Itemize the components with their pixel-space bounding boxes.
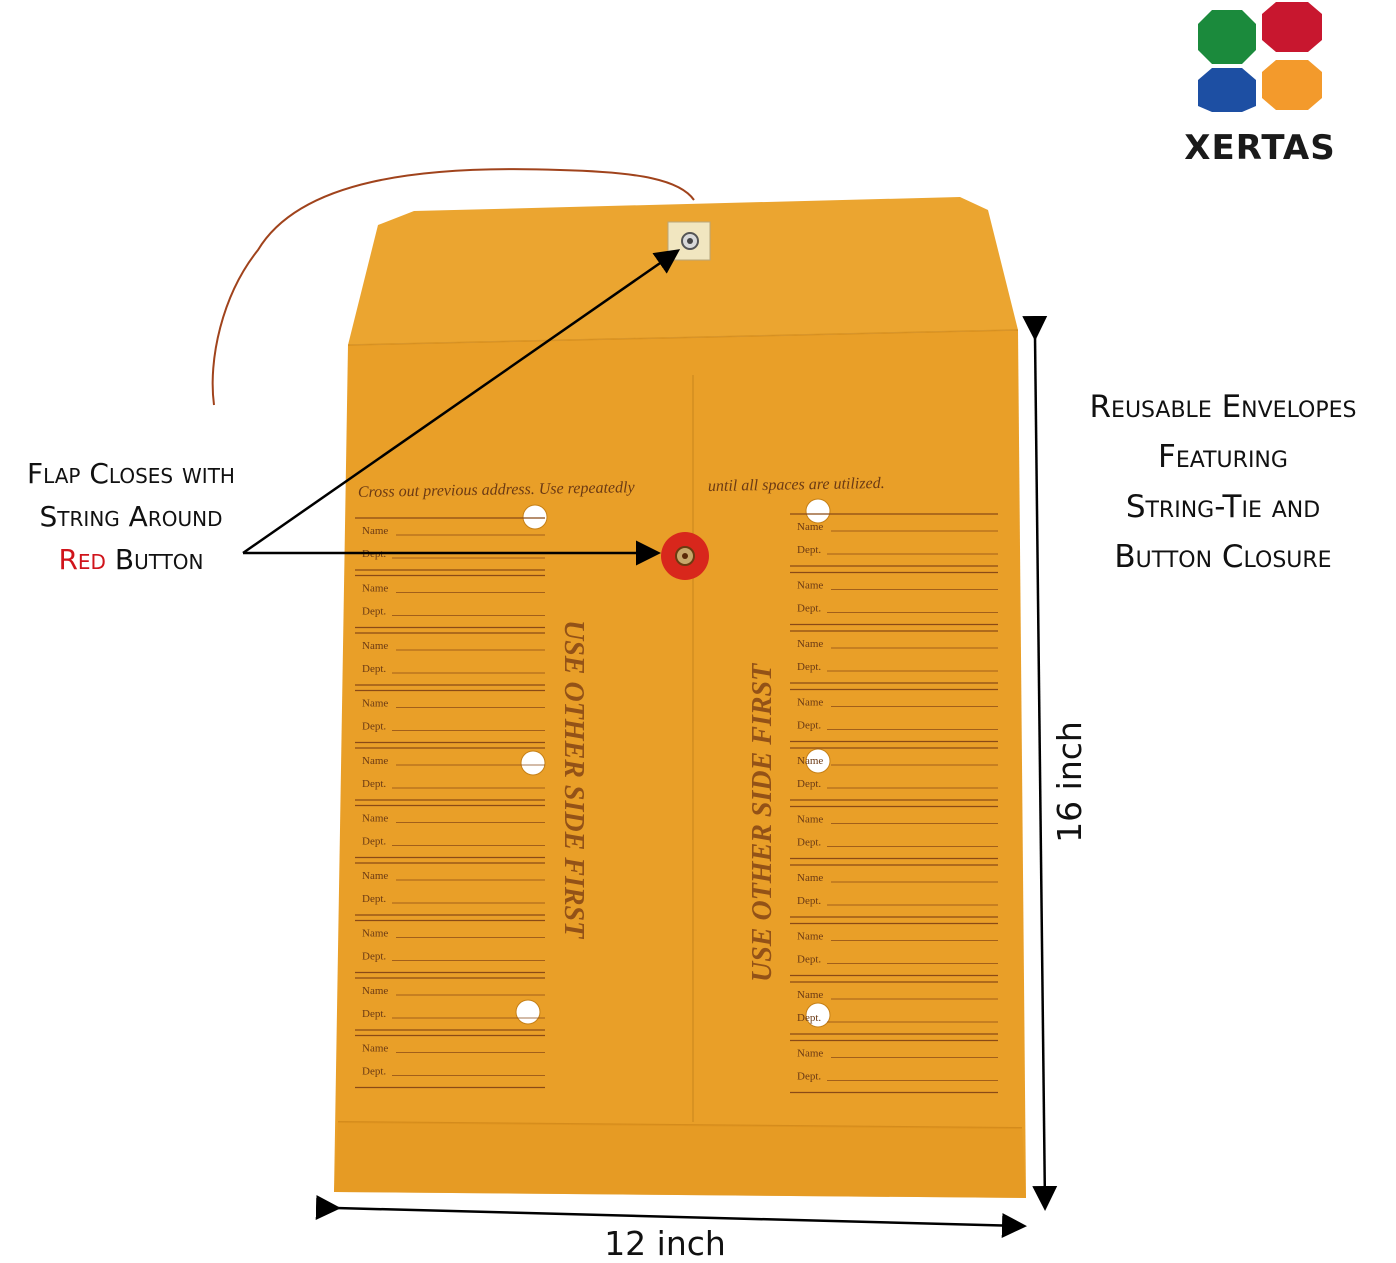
dept-label: Dept. xyxy=(797,661,821,673)
dept-label: Dept. xyxy=(797,544,821,556)
name-label: Name xyxy=(797,931,823,943)
callout-left-line-1: Flap Closes with xyxy=(27,457,235,490)
punched-hole xyxy=(522,504,548,530)
punched-hole xyxy=(805,498,831,524)
right-address-column: NameDept.NameDept.NameDept.NameDept.Name… xyxy=(790,513,998,1094)
dept-label: Dept. xyxy=(362,951,386,963)
callout-left-line-2: String Around xyxy=(39,500,223,533)
punched-hole xyxy=(805,748,831,774)
name-label: Name xyxy=(362,985,388,997)
dept-label: Dept. xyxy=(797,603,821,615)
callout-right-line-2: Featuring xyxy=(1158,439,1288,475)
name-label: Name xyxy=(362,640,388,652)
envelope-flap xyxy=(348,197,1018,345)
callout-left-line-3-rest: Button xyxy=(105,543,204,576)
name-label: Name xyxy=(362,1043,388,1055)
dept-label: Dept. xyxy=(362,1066,386,1078)
name-label: Name xyxy=(797,521,823,533)
dept-label: Dept. xyxy=(797,954,821,966)
dept-label: Dept. xyxy=(362,1008,386,1020)
dept-label: Dept. xyxy=(362,663,386,675)
tie-string xyxy=(211,168,695,406)
name-label: Name xyxy=(797,697,823,709)
callout-left-line-3: Red Button xyxy=(0,538,262,581)
width-dimension-arrow xyxy=(315,1194,1027,1238)
punched-hole xyxy=(515,999,541,1025)
name-label: Name xyxy=(797,638,823,650)
width-label: 12 inch xyxy=(604,1224,726,1263)
dept-label: Dept. xyxy=(362,606,386,618)
dept-label: Dept. xyxy=(362,836,386,848)
callout-right-line-3: String-Tie and xyxy=(1125,489,1321,525)
punched-hole xyxy=(520,750,546,776)
callout-left-red-word: Red xyxy=(58,543,106,576)
punched-hole xyxy=(805,1002,831,1028)
vertical-text-right: USE OTHER SIDE FIRST xyxy=(747,662,778,982)
dept-label: Dept. xyxy=(362,778,386,790)
dept-label: Dept. xyxy=(797,895,821,907)
arrow-to-eyelet xyxy=(242,249,681,555)
name-label: Name xyxy=(797,1048,823,1060)
flap-closure-callout: Flap Closes with String Around Red Butto… xyxy=(0,452,262,581)
dept-label: Dept. xyxy=(797,720,821,732)
xertas-logo-mark xyxy=(1198,2,1322,112)
xertas-logo-text: XERTAS xyxy=(1184,128,1336,168)
name-label: Name xyxy=(362,870,388,882)
height-dimension-arrow xyxy=(1022,315,1058,1211)
dept-label: Dept. xyxy=(797,1012,821,1024)
height-label: 16 inch xyxy=(1050,721,1089,843)
name-label: Name xyxy=(797,580,823,592)
callout-right-line-4: Button Closure xyxy=(1114,539,1332,575)
name-label: Name xyxy=(362,525,388,537)
dept-label: Dept. xyxy=(797,1071,821,1083)
dept-label: Dept. xyxy=(797,837,821,849)
dept-label: Dept. xyxy=(362,721,386,733)
name-label: Name xyxy=(362,698,388,710)
name-label: Name xyxy=(797,755,823,767)
vertical-text-left: USE OTHER SIDE FIRST xyxy=(558,620,589,940)
name-label: Name xyxy=(797,814,823,826)
envelope-header-right: until all spaces are utilized. xyxy=(708,475,885,495)
name-label: Name xyxy=(362,755,388,767)
name-label: Name xyxy=(362,928,388,940)
reusable-envelope-callout: Reusable Envelopes Featuring String-Tie … xyxy=(1050,382,1396,582)
callout-right-line-1: Reusable Envelopes xyxy=(1089,389,1357,425)
name-label: Name xyxy=(362,813,388,825)
name-label: Name xyxy=(797,872,823,884)
name-label: Name xyxy=(797,989,823,1001)
dept-label: Dept. xyxy=(797,778,821,790)
envelope-header-left: Cross out previous address. Use repeated… xyxy=(358,479,636,501)
dept-label: Dept. xyxy=(362,893,386,905)
name-label: Name xyxy=(362,583,388,595)
envelope-body xyxy=(334,330,1026,1198)
